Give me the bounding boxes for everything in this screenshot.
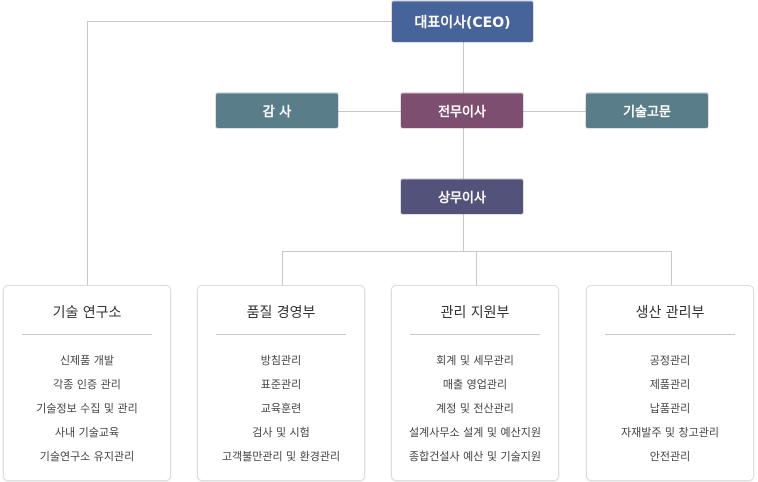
dept-title: 품질 경영부 [246,305,316,321]
connector-line [282,251,672,252]
connector-line [282,251,283,285]
dept-title: 생산 관리부 [635,305,705,321]
divider [216,334,346,335]
dept-item: 종합건설사 예산 및 기술지원 [409,450,541,463]
dept-item: 안전관리 [649,450,691,463]
managing-director-box: 상무이사 [401,179,523,214]
dept-item: 기술연구소 유지관리 [39,450,135,463]
tech-advisor-box: 기술고문 [586,93,708,128]
dept-item: 회계 및 세무관리 [436,354,514,367]
divider [22,334,152,335]
connector-line [87,21,392,22]
dept-item: 각종 인증 관리 [53,378,121,391]
connector-line [671,251,672,285]
dept-item: 고객불만관리 및 환경관리 [221,450,341,463]
ceo-box: 대표이사(CEO) [392,1,533,42]
dept-title: 기술 연구소 [52,305,122,321]
dept-item: 매출 영업관리 [442,378,508,391]
dept-item: 방침관리 [260,354,302,367]
connector-line [87,21,88,285]
dept-item: 교육훈련 [260,402,302,415]
dept-item: 표준관리 [260,378,302,391]
dept-item: 공정관리 [649,354,691,367]
dept-item: 자재발주 및 창고관리 [620,426,720,439]
divider [410,334,540,335]
executive-director-box: 전무이사 [401,93,523,128]
dept-item: 설계사무소 설계 및 예산지원 [409,426,541,439]
dept-item: 검사 및 시험 [252,426,310,439]
dept-item: 계정 및 전산관리 [436,402,514,415]
connector-line [476,251,477,285]
dept-item: 제품관리 [649,378,691,391]
dept-item: 사내 기술교육 [54,426,120,439]
connector-line [463,42,464,251]
dept-item: 신제품 개발 [59,354,115,367]
divider [605,334,735,335]
dept-title: 관리 지원부 [440,305,510,321]
dept-item: 납품관리 [649,402,691,415]
auditor-box: 감 사 [216,93,338,128]
dept-item: 기술정보 수집 및 관리 [36,402,138,415]
